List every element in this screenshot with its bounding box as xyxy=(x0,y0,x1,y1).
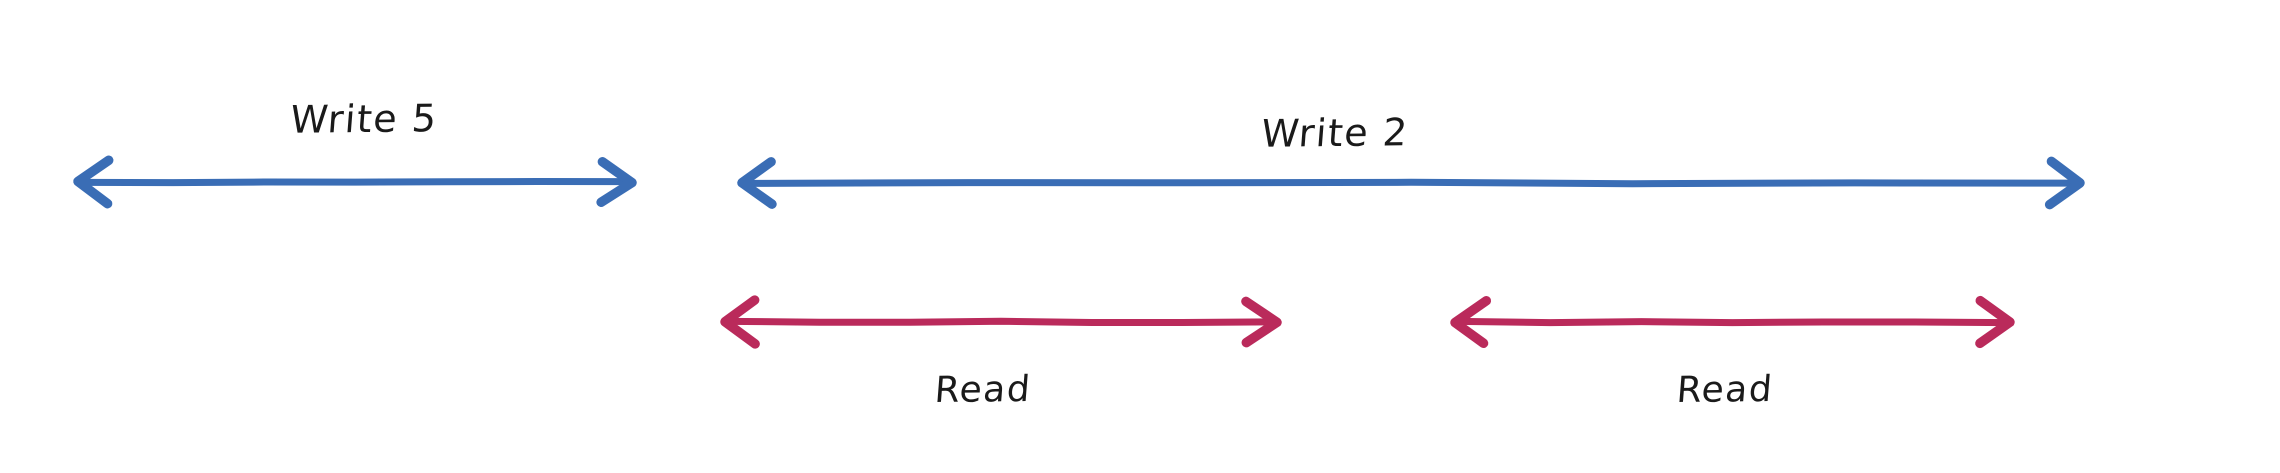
read-1-arrow-head-right xyxy=(1241,296,1282,348)
write-5-arrow-shaft xyxy=(78,178,632,187)
read-2-arrow-shaft xyxy=(1455,317,2010,327)
write-5-arrow-head-right xyxy=(596,157,637,207)
write-5-arrow xyxy=(73,155,637,209)
read-2-label: Read xyxy=(1675,368,1775,412)
read-2-arrow-head-right xyxy=(1975,295,2015,349)
write-2-arrow-shaft xyxy=(742,178,2080,188)
read-1-arrow-shaft xyxy=(725,317,1277,327)
read-1-arrow xyxy=(720,295,1282,349)
write-2-arrow-head-left xyxy=(737,157,777,209)
write-2-label: Write 2 xyxy=(1259,110,1411,156)
write-5-label: Write 5 xyxy=(288,96,440,142)
write-2-arrow-head-right xyxy=(2044,156,2085,210)
read-1-arrow-head-left xyxy=(720,295,760,349)
write-2-arrow xyxy=(737,156,2085,210)
read-2-arrow-head-left xyxy=(1450,295,1492,349)
read-1-label: Read xyxy=(933,368,1033,412)
write-5-arrow-head-left xyxy=(73,155,114,209)
read-2-arrow xyxy=(1450,295,2015,349)
